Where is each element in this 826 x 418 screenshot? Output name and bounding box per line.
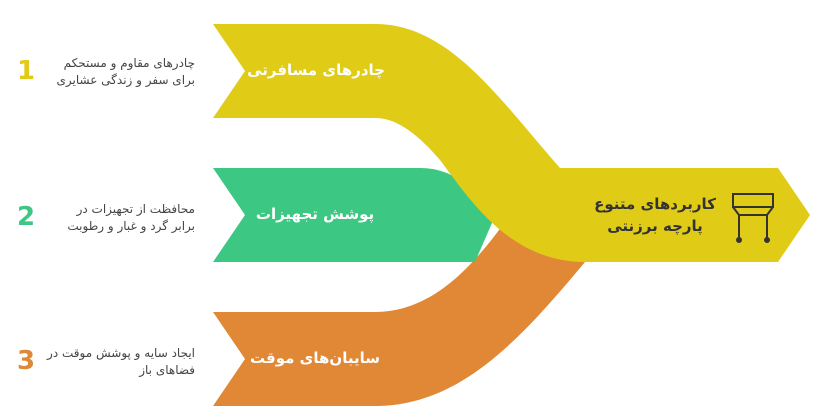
hub-title-line2: پارچه برزنتی [607, 217, 703, 235]
item-description-2: محافظت از تجهیزات در برابر گرد و غبار و … [45, 201, 195, 235]
item-description-2-line2: برابر گرد و غبار و رطوبت [67, 219, 195, 233]
item-description-2-line1: محافظت از تجهیزات در [76, 202, 195, 216]
item-label-3: سایبان‌های موقت [250, 349, 380, 367]
band-2 [213, 168, 495, 262]
item-description-1-line1: چادرهای مقاوم و مستحکم [63, 56, 195, 70]
hub-title-line1: کاربردهای متنوع [594, 195, 716, 213]
item-label-1: چادرهای مسافرتی [247, 61, 385, 79]
awning-icon [732, 193, 774, 243]
item-number-1: 1 [17, 56, 36, 86]
item-description-1: چادرهای مقاوم و مستحکم برای سفر و زندگی … [45, 55, 195, 89]
band-3 [213, 222, 585, 406]
hub-title: کاربردهای متنوع پارچه برزنتی [590, 193, 720, 237]
item-description-3-line1: ایجاد سایه و پوشش موقت در [47, 346, 195, 360]
item-description-3-line2: فضاهای باز [139, 363, 195, 377]
item-number-3: 3 [17, 346, 36, 376]
item-description-3: ایجاد سایه و پوشش موقت در فضاهای باز [45, 345, 195, 379]
item-description-1-line2: برای سفر و زندگی عشایری [56, 73, 195, 87]
item-label-2: پوشش تجهیزات [255, 205, 375, 223]
band-1 [213, 24, 810, 262]
item-number-2: 2 [17, 202, 36, 232]
